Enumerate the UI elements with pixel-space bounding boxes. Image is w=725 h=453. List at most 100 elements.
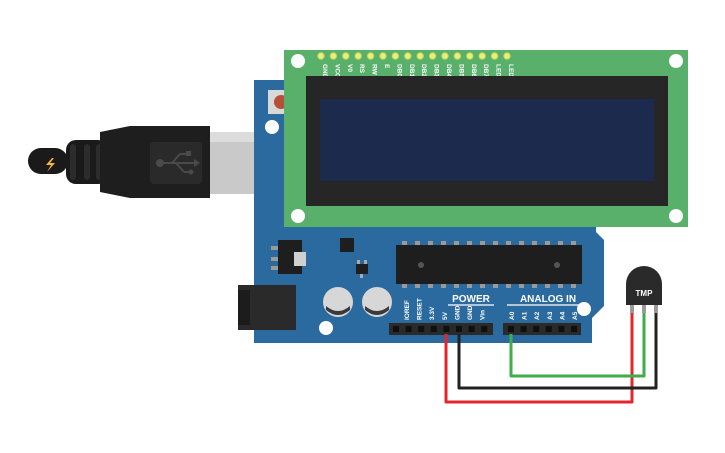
lcd-pin-label: DB7 — [482, 64, 489, 77]
chip-pins — [402, 241, 576, 245]
header-hole[interactable] — [418, 326, 425, 332]
lcd-pin[interactable] — [342, 52, 350, 60]
analog-pin-label: A5 — [572, 311, 579, 320]
usb-cable[interactable] — [28, 126, 258, 198]
lcd-pin[interactable] — [466, 52, 474, 60]
lcd-pin-label: E — [383, 64, 390, 69]
mounting-hole — [669, 209, 683, 223]
power-pin-label: GND — [454, 305, 461, 320]
smd-transistor — [356, 260, 368, 278]
chip-pin — [545, 241, 550, 245]
power-pin-label: 3.3V — [429, 306, 436, 320]
header-hole[interactable] — [405, 326, 412, 332]
header-hole[interactable] — [393, 326, 399, 332]
chip-pin — [454, 284, 459, 288]
power-pin-label: Vin — [480, 310, 487, 320]
lcd-pin-label: DB6 — [470, 64, 477, 77]
lcd-pin-label: GND — [321, 64, 328, 79]
lcd-pin-label: LED — [507, 64, 514, 77]
lcd-pin[interactable] — [478, 52, 486, 60]
mounting-hole — [291, 54, 305, 68]
chip-pin — [506, 241, 511, 245]
header-hole[interactable] — [571, 326, 577, 332]
capacitor — [362, 287, 392, 317]
analog-pin-label: A2 — [534, 311, 541, 320]
header-hole[interactable] — [430, 326, 437, 332]
capacitor — [323, 287, 353, 317]
lcd-pin[interactable] — [490, 52, 499, 60]
lcd-pin-label: DB4 — [445, 64, 452, 77]
header-hole[interactable] — [481, 326, 488, 332]
power-pin-label: 5V — [442, 311, 449, 320]
lcd-pin[interactable] — [366, 52, 375, 60]
analog-header — [503, 323, 581, 335]
chip-pin — [545, 284, 550, 288]
chip-pin — [415, 284, 420, 288]
lcd-pin-label: V0 — [346, 64, 353, 72]
lcd-pin-label: DB3 — [433, 64, 440, 77]
chip-pin — [467, 284, 472, 288]
mounting-hole — [577, 302, 591, 316]
tmp36-sensor[interactable]: TMP — [626, 266, 662, 313]
power-header — [389, 323, 493, 335]
usb-symbol-icon — [156, 151, 200, 175]
header-hole[interactable] — [443, 326, 450, 332]
atmega-chip — [396, 245, 582, 284]
lcd-pin-label: LED — [495, 64, 502, 77]
lcd-pin-label: VCC — [333, 64, 340, 78]
chip-pin — [402, 241, 407, 245]
lcd-pin[interactable] — [391, 52, 400, 60]
lcd-pin[interactable] — [416, 52, 424, 60]
header-hole[interactable] — [545, 326, 552, 332]
lcd-pin[interactable] — [329, 52, 338, 60]
analog-in-label: ANALOG IN — [520, 294, 576, 305]
lcd-pin[interactable] — [441, 52, 449, 60]
analog-pin-label: A0 — [509, 311, 516, 320]
header-hole[interactable] — [520, 326, 527, 332]
chip-pin — [428, 241, 433, 245]
chip-pin — [454, 241, 459, 245]
lcd-pin[interactable] — [379, 52, 387, 60]
wire-5v[interactable] — [444, 312, 634, 404]
lcd-pin[interactable] — [453, 52, 462, 60]
usb-plug-tip — [28, 148, 68, 174]
sensor-body — [626, 266, 662, 305]
wire-signal-a0[interactable] — [509, 312, 646, 378]
chip-pin — [571, 241, 576, 245]
header-hole[interactable] — [468, 326, 475, 332]
voltage-regulator — [271, 240, 306, 274]
lcd-pin-label: DB5 — [457, 64, 464, 77]
header-hole[interactable] — [558, 326, 565, 332]
lcd-pin[interactable] — [428, 52, 437, 60]
mounting-hole — [265, 120, 279, 134]
lcd-pin[interactable] — [404, 52, 412, 60]
chip-pins — [402, 284, 576, 288]
chip-pin — [493, 241, 498, 245]
chip-pin — [532, 241, 537, 245]
usb-connector-metal — [210, 132, 258, 194]
smd-chip — [340, 238, 354, 252]
wire-gnd[interactable] — [457, 312, 658, 390]
chip-pin — [558, 284, 563, 288]
lcd-pin[interactable] — [354, 52, 362, 60]
lcd-pin-label: DB0 — [395, 64, 402, 77]
lcd-pin[interactable] — [503, 52, 511, 60]
header-hole[interactable] — [456, 326, 462, 332]
analog-pin-label: A4 — [559, 311, 566, 320]
header-hole[interactable] — [533, 326, 540, 332]
chip-pin — [441, 284, 446, 288]
lcd-pin[interactable] — [317, 52, 325, 60]
wires — [444, 312, 658, 404]
power-pin-label: RESET — [417, 298, 424, 320]
chip-pin — [519, 241, 524, 245]
analog-pin-label: A3 — [547, 311, 554, 320]
sensor-pin — [654, 305, 658, 313]
chip-pin — [480, 241, 485, 245]
lcd-pin-label: DB2 — [420, 64, 427, 77]
header-hole[interactable] — [508, 326, 514, 332]
chip-pin — [467, 241, 472, 245]
